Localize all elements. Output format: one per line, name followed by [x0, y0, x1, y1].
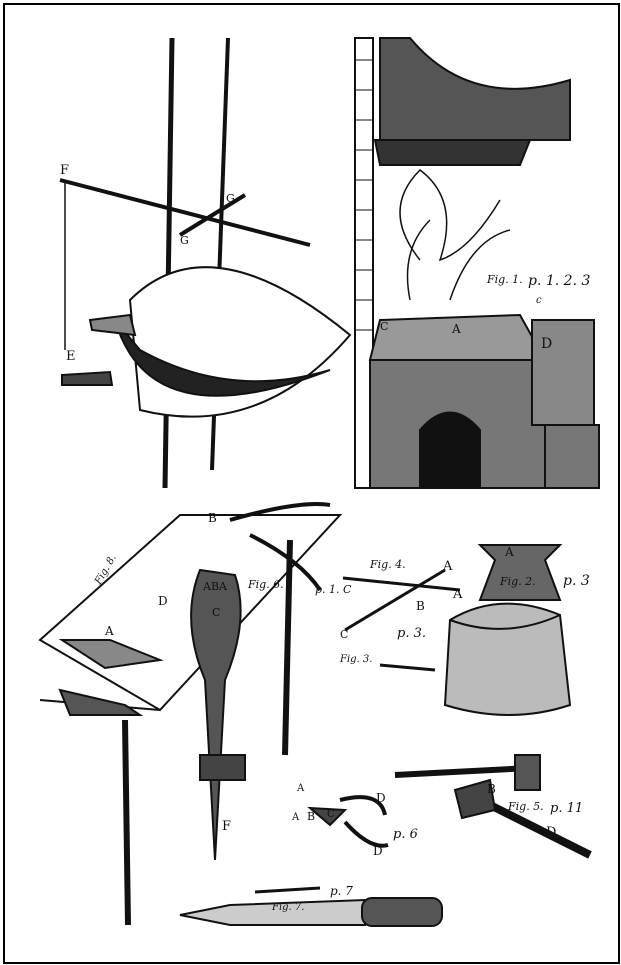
fig7-tool [179, 886, 443, 927]
label-b-bench: B [208, 511, 217, 525]
fig5-label: Fig. 5. [507, 800, 544, 813]
fig4-pages: p. 3. [397, 626, 426, 641]
fig6-label: Fig. 6. [247, 578, 284, 591]
fig2-label: Fig. 2. [499, 575, 536, 588]
label-c-pincers: C [327, 809, 335, 820]
label-a-bench: A [104, 624, 114, 638]
label-a-pincers: A [296, 783, 305, 794]
fig1-pages: p. 1. 2. 3 [528, 273, 590, 289]
label-d-forge: D [541, 336, 552, 352]
hammers-figure [394, 754, 592, 859]
fig4-label: Fig. 4. [369, 558, 406, 571]
plate-border [3, 3, 620, 964]
label-e: E [66, 349, 76, 364]
fig7-label: Fig. 7. [271, 902, 304, 913]
pincers-figure [307, 795, 389, 848]
label-c-small: c [536, 295, 542, 306]
label-f-vice: F [222, 819, 231, 834]
label-d2-pincers: D [373, 844, 383, 858]
label-c-vice: C [212, 606, 220, 619]
label-d-pincers: D [376, 791, 386, 805]
label-b-pincers: B [307, 810, 315, 823]
label-b-hammer: B [487, 782, 496, 796]
fig2-pages: p. 3 [563, 573, 590, 589]
label-aba: ABA [202, 580, 228, 593]
fig7-pages: p. 7 [330, 884, 353, 898]
label-f-top: F [60, 163, 69, 178]
label-a-fig4: A [442, 559, 453, 574]
label-d-bench: D [158, 594, 168, 608]
label-c-fig4: C [340, 628, 348, 641]
fig3-label: Fig. 3. [339, 654, 372, 665]
label-a2-pincers: A [291, 812, 300, 823]
label-d-hammer: D [546, 825, 556, 840]
fig1-label: Fig. 1. [486, 273, 523, 286]
bench-figure [38, 502, 343, 926]
label-a-anvil: A [504, 545, 514, 559]
forge-figure [354, 37, 600, 489]
fig6-pages: p. 1. C [315, 583, 352, 596]
fig5-pages: p. 11 [550, 801, 583, 816]
label-b-fig4: B [416, 599, 425, 613]
label-g: G [226, 192, 235, 205]
label-c-forge: C [380, 320, 388, 333]
pincers-pages: p. 6 [393, 827, 418, 842]
fig4-tool [342, 568, 461, 672]
label-a2-fig4: A [452, 587, 463, 602]
anvil-figure [443, 544, 572, 716]
bellows-figure [59, 37, 352, 489]
label-g2: G [180, 234, 189, 247]
label-a-forge: A [451, 322, 461, 336]
